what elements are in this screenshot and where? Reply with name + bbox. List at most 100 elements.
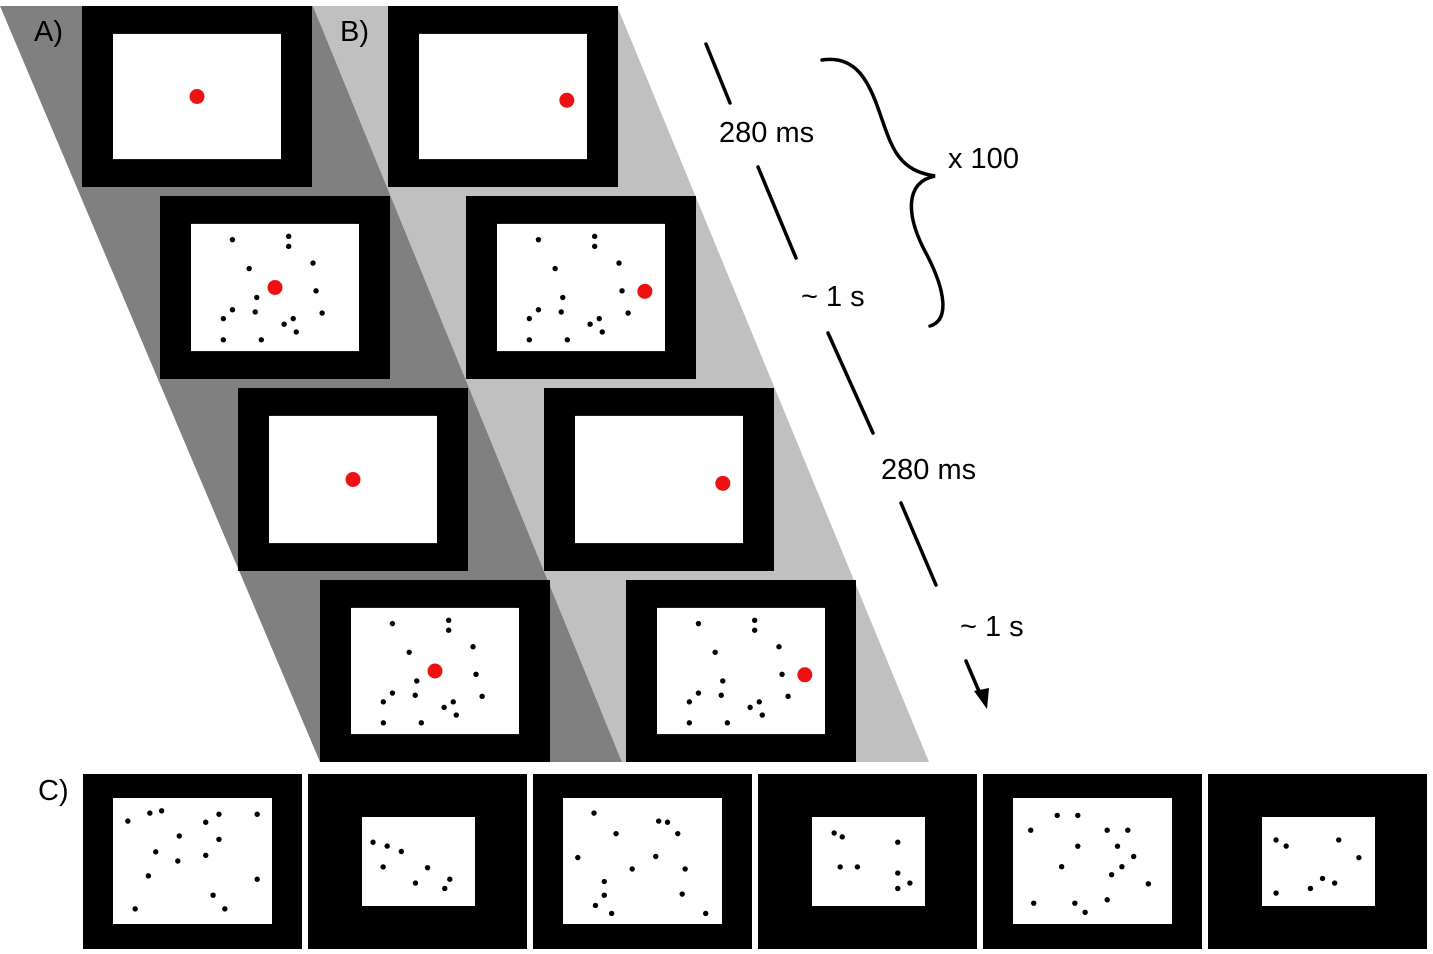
stimulus-dot [220,315,227,322]
stimulus-dot [629,866,635,872]
stimulus-dot [895,870,901,876]
stimulus-dot [203,852,209,858]
stimulus-dot [1125,827,1131,833]
stimulus-dot [703,910,709,917]
stimulus-dot [254,876,260,882]
stimulus-dot [453,712,459,718]
stimulus-dot [526,315,533,322]
stimulus-dot [1331,880,1338,886]
stimulus-dot [695,620,702,627]
stimulus-dot [389,620,396,627]
stimulus-dot [220,337,227,343]
stimulus-dot [1114,843,1121,849]
stimulus-dot [132,906,138,912]
stimulus-dot [442,885,448,892]
stimulus-duration-label: 280 ms [719,117,814,149]
stimulus-dot [414,678,420,684]
stimulus-dot [854,864,861,870]
timeline-segment [756,165,798,260]
timeline-segment [899,501,938,587]
stimulus-dot [1075,812,1081,819]
stimulus-dot [596,315,602,322]
stimulus-dot [1273,890,1279,896]
stimulus-dot [785,693,791,700]
stimulus-dot [751,627,758,633]
stimulus-dot [254,294,260,301]
stimulus-dot [313,288,319,294]
monitor-screen [1262,817,1375,906]
stimulus-dot [601,892,607,898]
stimulus-dot [655,818,662,824]
stimulus-dot [246,265,252,272]
stimulus-dot [679,891,685,897]
stimulus-dot [1104,827,1110,833]
stimulus-dot [1336,837,1342,843]
stimulus-dot [613,830,619,837]
fixation-dot [797,667,813,683]
stimulus-dot [625,310,631,316]
stimulus-dot [285,233,292,240]
stimulus-dot [587,321,593,327]
stimulus-dot [526,337,533,343]
stimulus-dot [599,329,605,335]
stimulus-dot [751,617,758,624]
stimulus-dot [575,854,581,861]
monitor [238,388,468,571]
stimulus-dot [686,720,693,726]
monitor [544,388,774,571]
panel-c-label: C) [38,775,69,807]
stimulus-dot [1319,875,1326,882]
panel-b-label: B) [340,16,369,48]
stimulus-dot [441,704,447,711]
stimulus-dot [591,810,597,816]
stimulus-dot [619,288,625,294]
stimulus-dot [552,265,558,272]
fixation-dot [189,89,205,104]
fixation-dot [427,663,443,679]
stimulus-dot [560,294,566,301]
stimulus-dot [310,260,316,266]
stimulus-dot [252,309,258,315]
monitor-screen [657,607,825,735]
fixation-dot [267,280,283,295]
stimulus-dot [535,236,542,243]
monitor-screen [419,33,587,160]
panel-a-label: A) [34,16,63,48]
stimulus-dot [1058,864,1065,870]
stimulus-dot [686,699,693,705]
fixation-dot [637,283,653,299]
stimulus-dot [473,671,479,678]
stimulus-dot [1082,909,1088,915]
stimulus-dot [535,307,542,313]
stimulus-dot [653,853,659,860]
stimulus-dot [1356,854,1362,861]
stimulus-dot [203,819,209,825]
stimulus-dot [229,307,236,313]
stimulus-dot [720,678,726,684]
stimulus-dot [1075,843,1081,849]
panel-c-monitor [758,774,977,949]
stimulus-dot [616,260,622,266]
stimulus-dot [1145,881,1152,887]
stimulus-dot [895,839,901,845]
monitor-screen [113,798,272,924]
stimulus-dot [412,692,418,698]
stimulus-dot [450,699,456,705]
stimulus-dot [380,720,387,726]
panel-c-monitor [83,774,302,949]
monitor-screen [497,223,665,352]
interval-duration-label: ~ 1 s [801,281,865,313]
timeline-arrow-head-icon [974,688,989,709]
monitor [160,196,390,379]
stimulus-dot [591,243,598,250]
stimulus-dot [293,329,299,335]
stimulus-dot [370,839,376,845]
interval-duration-label-2: ~ 1 s [960,611,1024,643]
stimulus-dot [389,690,396,696]
stimulus-dot [712,649,718,655]
stimulus-dot [319,310,325,316]
stimulus-dot [759,712,765,718]
stimulus-dot [601,878,607,885]
stimulus-dot [1307,885,1314,892]
